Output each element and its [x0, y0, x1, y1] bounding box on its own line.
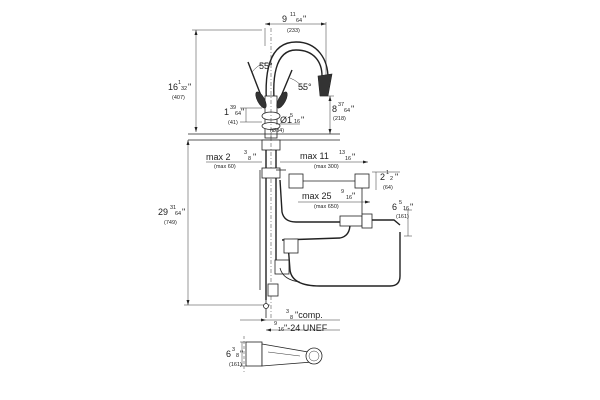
total-height-unit: ": [182, 207, 185, 217]
hose-max-b-unit: ": [352, 191, 355, 201]
spout-height-metric: (218): [333, 116, 346, 122]
side-b-metric: (161): [396, 214, 409, 220]
hose-max-a-num: 13: [339, 150, 345, 156]
side-b-whole: 6: [392, 202, 397, 212]
spout-height-whole: 8: [332, 104, 337, 114]
angle-annotations: 55° 55°: [251, 61, 312, 92]
spout-height-unit: ": [351, 104, 354, 114]
handle-width-metric: (161): [229, 362, 242, 368]
height-top-whole: 16: [168, 82, 178, 92]
spout-height-dimension: 8 37 64 " (218): [320, 95, 354, 134]
handle-width-num: 3: [232, 347, 235, 353]
handle-height-metric: (41): [228, 120, 238, 126]
deck-max-num: 3: [244, 150, 247, 156]
unef-den: 16: [278, 327, 284, 333]
angle-right-label: 55°: [298, 82, 312, 92]
side-b-unit: ": [410, 202, 413, 212]
total-height-num: 31: [170, 205, 176, 211]
side-b-num: 5: [399, 200, 402, 206]
hose-max-b-num: 9: [341, 189, 344, 195]
spout-reach-den: 64: [296, 18, 302, 24]
handle-height-den: 64: [235, 111, 241, 117]
handle-height-num: 39: [230, 105, 236, 111]
handle-width-whole: 6: [226, 349, 231, 359]
handle-width-unit: ": [240, 349, 243, 359]
unef-note: 9 16 "-24 UNEF: [266, 321, 340, 333]
comp-suffix: "comp.: [295, 310, 323, 320]
hose-assembly: [259, 150, 401, 318]
spout-reach-dimension: 9 11 64 " (233): [264, 12, 327, 80]
hose-max-a-prefix: max 11: [300, 151, 329, 161]
side-a-dimension: 2 1 2 " (64): [372, 170, 400, 191]
side-b-dimension: 6 5 16 " (161): [392, 200, 413, 237]
spout-reach-num: 11: [290, 12, 296, 18]
deck-max-prefix: max 2: [206, 152, 231, 162]
deck-max-den: 8: [248, 156, 251, 162]
deck-max-dimension: max 2 3 8 " (max 60): [206, 150, 262, 170]
side-a-den: 2: [390, 176, 393, 182]
comp-num: 3: [286, 309, 289, 315]
comp-note: 3 8 "comp.: [240, 309, 340, 322]
hole-diameter-num: 5: [290, 113, 293, 119]
spray-head-side-view: [243, 336, 323, 372]
hole-diameter-metric: (Ø34): [270, 128, 284, 134]
total-height-dimension: 29 31 64 " (749): [158, 140, 270, 306]
side-b-den: 16: [403, 206, 409, 212]
deck-max-metric: (max 60): [214, 164, 236, 170]
deck-max-unit: ": [253, 152, 256, 162]
height-top-unit: ": [188, 82, 191, 92]
hose-max-a-unit: ": [352, 152, 355, 162]
spout-reach-metric: (233): [287, 28, 300, 34]
side-a-num: 1: [386, 170, 389, 176]
height-top-den: 32: [181, 86, 187, 92]
spout-reach-unit: ": [303, 14, 306, 24]
total-height-whole: 29: [158, 207, 168, 217]
side-a-whole: 2: [380, 172, 385, 182]
hole-diameter-dimension: Ø1 5 16 " (Ø34): [270, 113, 304, 134]
side-a-unit: ": [395, 172, 398, 182]
overall-height-top-dimension: 16 1 32 " (407): [168, 29, 262, 132]
comp-den: 8: [290, 315, 293, 321]
height-top-metric: (407): [172, 95, 185, 101]
side-a-metric: (64): [383, 185, 393, 191]
hole-diameter-prefix: Ø1: [280, 115, 292, 125]
hose-max-a-metric: (max 300): [314, 164, 339, 170]
handle-height-dimension: 1 39 64 " (41): [224, 105, 262, 126]
spout-height-num: 37: [338, 102, 344, 108]
height-top-num: 1: [178, 80, 181, 86]
faucet-spout: [247, 28, 333, 140]
unef-num: 9: [274, 321, 277, 327]
total-height-den: 64: [175, 211, 181, 217]
hole-diameter-den: 16: [294, 119, 300, 125]
handle-width-dimension: 6 3 8 " (161): [226, 341, 246, 368]
hose-max-b-prefix: max 25: [302, 191, 332, 201]
hose-max-a-den: 16: [345, 156, 351, 162]
hose-max-b-den: 16: [346, 195, 352, 201]
total-height-metric: (749): [164, 220, 177, 226]
handle-width-den: 8: [236, 353, 239, 359]
spout-reach-whole: 9: [282, 14, 287, 24]
hole-diameter-unit: ": [301, 115, 304, 125]
angle-left-label: 55°: [259, 61, 273, 71]
spout-height-den: 64: [344, 108, 350, 114]
hose-max-a-dimension: max 11 13 16 " (max 300): [280, 150, 368, 170]
handle-height-whole: 1: [224, 107, 229, 117]
handle-height-unit: ": [241, 107, 244, 117]
unef-suffix: "-24 UNEF: [284, 323, 328, 333]
hose-max-b-metric: (max 650): [314, 204, 339, 210]
hose-max-b-dimension: max 25 9 16 " (max 650): [298, 189, 370, 210]
